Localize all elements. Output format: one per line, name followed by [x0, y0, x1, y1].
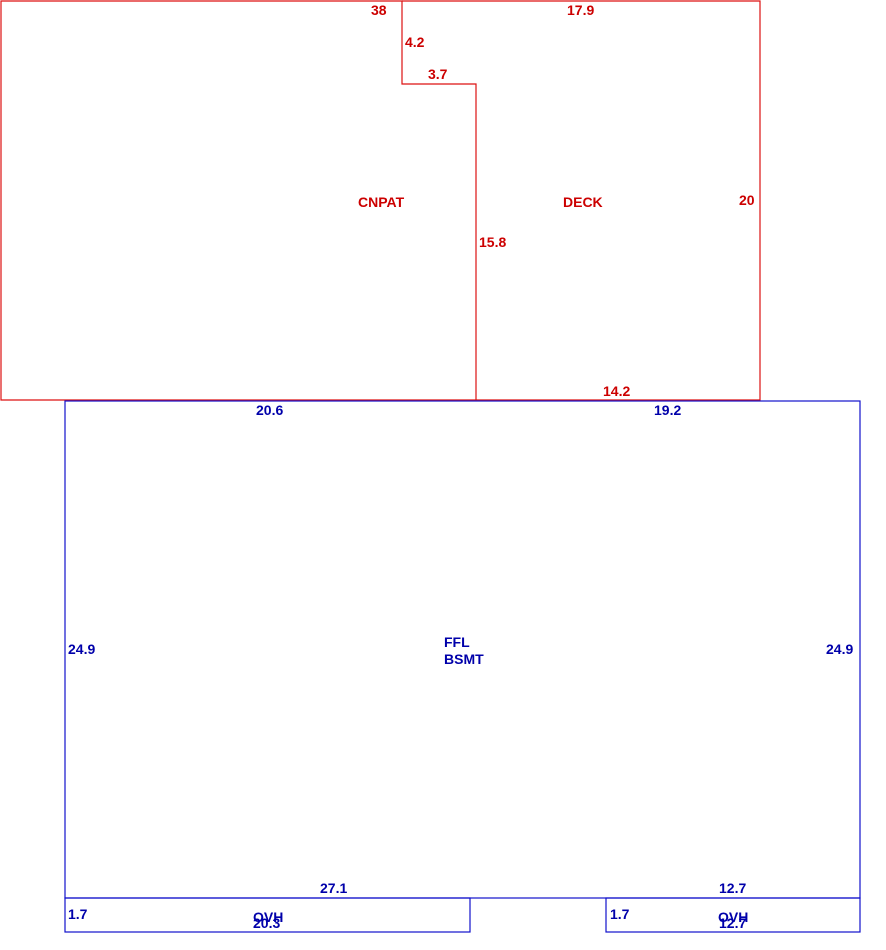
ovh-left-dim-length: 20.3 [253, 915, 280, 931]
ffl-bsmt-dim-bottom-right: 12.7 [719, 880, 746, 896]
deck-area-label: DECK [563, 194, 603, 210]
cnpat-dim-top: 38 [371, 2, 387, 18]
ffl-label: FFL [444, 634, 470, 650]
deck-dim-top: 17.9 [567, 2, 594, 18]
deck-dim-bottom: 14.2 [603, 383, 630, 399]
ffl-bsmt-dim-right: 24.9 [826, 641, 853, 657]
deck-dim-bottom-blue: 19.2 [654, 402, 681, 418]
deck-outline [402, 0, 761, 401]
ffl-bsmt-dim-left: 24.9 [68, 641, 95, 657]
ovh-left-label: OVH [253, 909, 283, 925]
ovh-right-outline [605, 897, 861, 933]
ovh-left-dim-depth: 1.7 [68, 906, 88, 922]
ovh-right-dim-depth: 1.7 [610, 906, 630, 922]
cnpat-dim-notch-run: 3.7 [428, 66, 448, 82]
cnpat-dim-bottom: 20.6 [256, 402, 283, 418]
cnpat-dim-notch-drop: 4.2 [405, 34, 425, 50]
ovh-right-dim-length: 12.7 [719, 915, 746, 931]
ovh-right-label: OVH [718, 909, 748, 925]
cnpat-dim-right: 15.8 [479, 234, 506, 250]
ffl-bsmt-dim-bottom-left: 27.1 [320, 880, 347, 896]
deck-dim-right: 20 [739, 192, 755, 208]
ovh-left-outline [64, 897, 471, 933]
cnpat-area-label: CNPAT [358, 194, 405, 210]
cnpat-outline [0, 0, 477, 401]
bsmt-label: BSMT [444, 651, 484, 667]
